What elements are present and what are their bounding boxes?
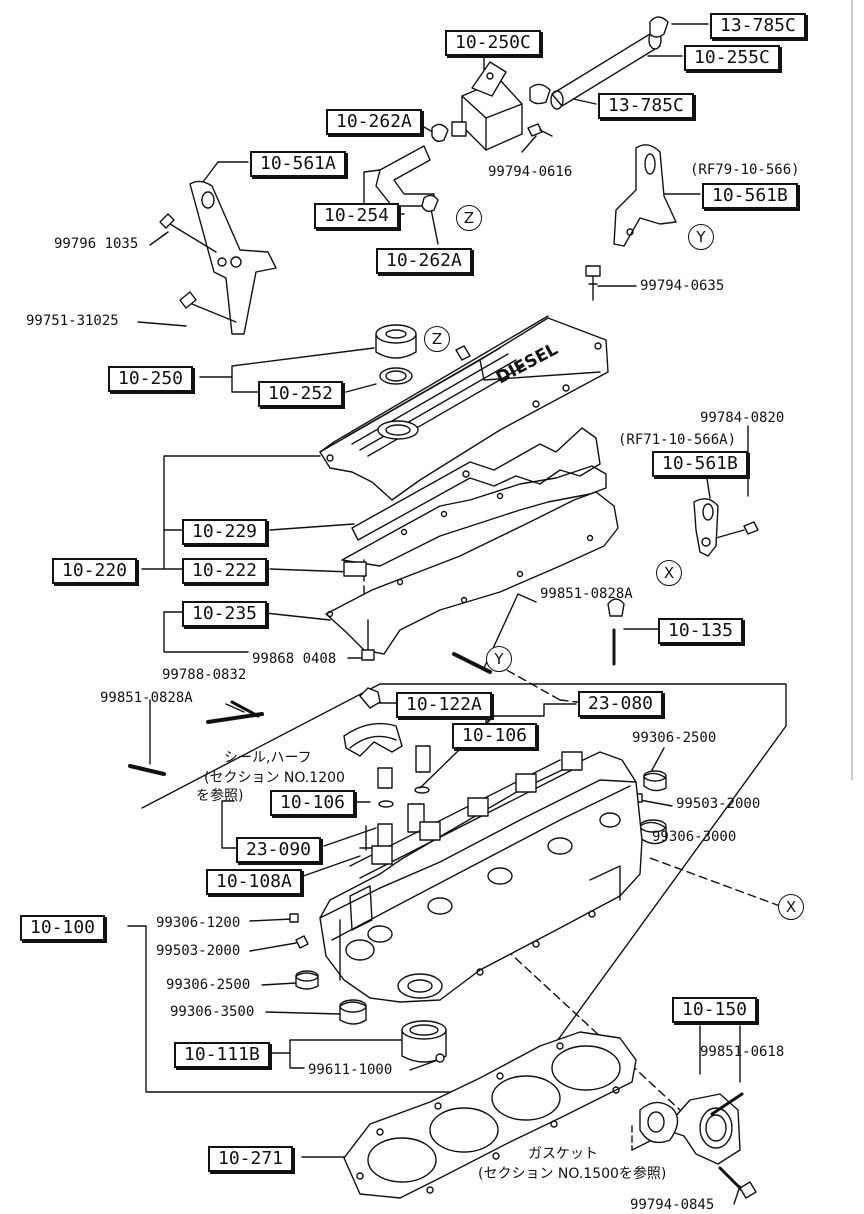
note-seal-half-line1: シール,ハーフ — [224, 750, 312, 766]
label-99796-1035: 99796 1035 — [54, 236, 139, 252]
label-99794-0616: 99794-0616 — [488, 164, 573, 180]
label-10-220: 10-220 — [52, 558, 138, 584]
label-rf79-ref: (RF79-10-566) — [690, 162, 800, 178]
head-plugs-left — [290, 914, 366, 1024]
label-10-135: 10-135 — [658, 618, 744, 644]
label-13-785c-mid: 13-785C — [598, 93, 694, 119]
marker-x-lower: X — [778, 894, 804, 920]
head-gasket — [344, 1032, 636, 1198]
label-99306-2500-left: 99306-2500 — [166, 977, 251, 993]
note-gasket-line1: ガスケット — [528, 1146, 598, 1162]
label-13-785c-top: 13-785C — [710, 13, 806, 39]
cover-bolt-top — [586, 266, 600, 300]
label-99794-0845: 99794-0845 — [630, 1197, 715, 1213]
label-10-229: 10-229 — [182, 519, 268, 545]
label-99794-0635: 99794-0635 — [640, 278, 725, 294]
label-10-250c: 10-250C — [445, 30, 541, 56]
cover-gaskets — [326, 428, 618, 654]
label-10-111b: 10-111B — [174, 1042, 270, 1068]
label-99851-0618: 99851-0618 — [700, 1044, 785, 1060]
label-10-250: 10-250 — [108, 366, 194, 392]
label-10-255c: 10-255C — [684, 45, 780, 71]
label-10-561b-top: 10-561B — [702, 183, 798, 209]
water-outlet — [640, 1094, 756, 1198]
label-99868-0408: 99868 0408 — [252, 651, 337, 667]
leader-lines — [128, 24, 748, 1204]
label-10-222: 10-222 — [182, 558, 268, 584]
label-10-561b-mid: 10-561B — [652, 451, 748, 477]
camshaft-caps — [344, 724, 430, 850]
marker-y-upper: Y — [688, 224, 714, 250]
label-99306-2500-right: 99306-2500 — [632, 730, 717, 746]
label-10-252: 10-252 — [258, 381, 344, 407]
label-99611-1000: 99611-1000 — [308, 1062, 393, 1078]
label-10-254: 10-254 — [314, 203, 400, 229]
marker-x-right: X — [656, 560, 682, 586]
label-99503-2000-left: 99503-2000 — [156, 943, 241, 959]
label-10-262a-upper: 10-262A — [326, 109, 422, 135]
label-10-271: 10-271 — [208, 1146, 294, 1172]
label-99851-0828a-left: 99851-0828A — [100, 690, 193, 706]
label-10-100: 10-100 — [20, 915, 106, 941]
lifting-bracket-left — [160, 181, 276, 334]
label-99306-3000: 99306-3000 — [652, 829, 737, 845]
housing-seal — [402, 1021, 446, 1062]
label-10-262a-lower: 10-262A — [376, 248, 472, 274]
label-rf71-ref: (RF71-10-566A) — [618, 432, 737, 448]
label-99788-0832: 99788-0832 — [162, 667, 247, 683]
label-10-106-lower: 10-106 — [270, 790, 356, 816]
label-99751-31025: 99751-31025 — [26, 313, 119, 329]
lifting-bracket-right-mid — [694, 499, 758, 556]
label-23-090: 23-090 — [236, 837, 322, 863]
label-99784-0820: 99784-0820 — [700, 410, 785, 426]
label-99306-3500: 99306-3500 — [170, 1004, 255, 1020]
cylinder-head-frame — [142, 684, 786, 1092]
label-10-150: 10-150 — [672, 997, 758, 1023]
label-99306-1200: 99306-1200 — [156, 915, 241, 931]
oil-filler-cap — [376, 325, 416, 384]
marker-z-upper: Z — [456, 205, 482, 231]
label-99851-0828a-right: 99851-0828A — [540, 586, 633, 602]
label-10-122a: 10-122A — [396, 692, 492, 718]
label-10-561a: 10-561A — [250, 151, 346, 177]
cover-bolt-lower — [362, 620, 374, 660]
note-gasket-line2: (セクション NO.1500を参照) — [478, 1166, 667, 1182]
lifting-bracket-right-top — [614, 145, 676, 246]
label-23-080: 23-080 — [578, 691, 664, 717]
studs-and-caps — [130, 599, 624, 774]
marker-y-mid: Y — [486, 646, 512, 672]
note-seal-half-line2: (セクション NO.1200 — [204, 770, 345, 786]
note-seal-half-line3: を参照) — [196, 788, 244, 804]
marker-z-cover: Z — [424, 326, 450, 352]
label-10-235: 10-235 — [182, 601, 268, 627]
label-10-108a: 10-108A — [206, 869, 302, 895]
cylinder-head-cover: DIESEL — [320, 316, 608, 500]
cylinder-head — [320, 752, 642, 1002]
label-99503-2000-right: 99503-2000 — [676, 796, 761, 812]
water-hose-assembly — [376, 17, 668, 211]
label-10-106-upper: 10-106 — [452, 723, 538, 749]
